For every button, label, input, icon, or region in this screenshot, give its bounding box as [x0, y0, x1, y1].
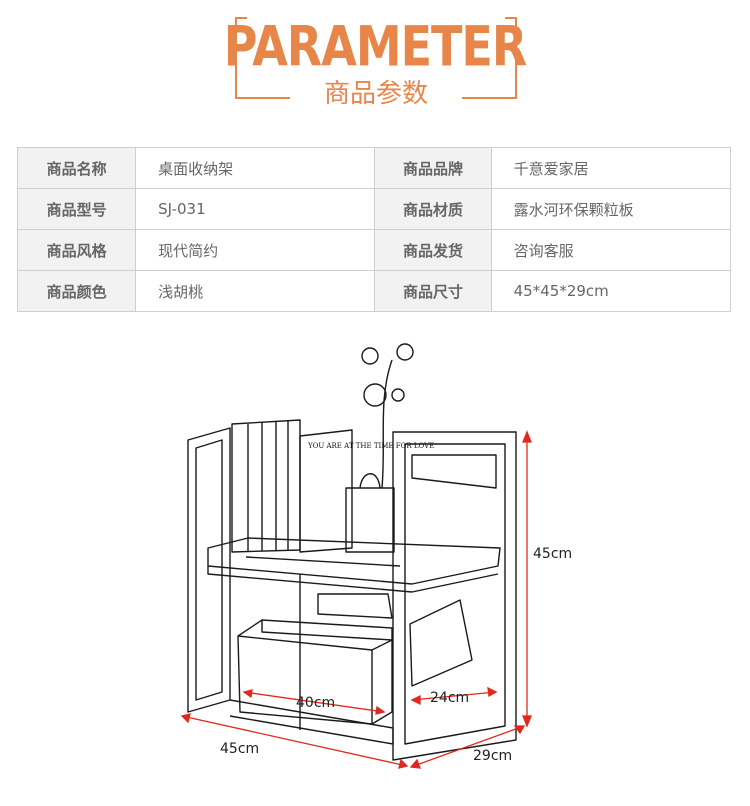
param-value: 45*45*29cm [490, 270, 732, 312]
param-value: 现代简约 [135, 229, 376, 271]
vase [345, 487, 395, 553]
dim-height-label: 45cm [533, 546, 572, 562]
param-value: 咨询客服 [490, 229, 732, 271]
table-row: 商品风格 现代简约 商品发货 咨询客服 [16, 229, 732, 271]
param-label: 商品发货 [374, 229, 492, 271]
shelf-left-frame [187, 427, 231, 713]
param-value: SJ-031 [135, 188, 376, 230]
dim-outer-width-label: 45cm [220, 741, 259, 757]
param-value: 露水河环保颗粒板 [490, 188, 732, 230]
shelf-illustration: YOU ARE AT THE TIME FOR LOVE 45cm 40cm 2… [180, 343, 572, 769]
param-label: 商品名称 [16, 147, 137, 189]
shelf-right-frame [392, 431, 517, 761]
table-row: 商品名称 桌面收纳架 商品品牌 千意爱家居 [16, 147, 732, 189]
param-label: 商品型号 [16, 188, 137, 230]
page-title-en: PARAMETER [223, 14, 528, 79]
param-label: 商品品牌 [374, 147, 492, 189]
book-cover-text: YOU ARE AT THE TIME FOR LOVE [307, 442, 434, 450]
dim-inner-width-label: 40cm [296, 695, 335, 711]
param-value: 千意爱家居 [490, 147, 732, 189]
param-label: 商品尺寸 [374, 270, 492, 312]
dim-outer-depth-label: 29cm [473, 748, 512, 764]
dim-inner-depth-label: 24cm [430, 690, 469, 706]
param-value: 浅胡桃 [135, 270, 376, 312]
param-label: 商品颜色 [16, 270, 137, 312]
page-title-zh: 商品参数 [323, 79, 428, 109]
param-label: 商品材质 [374, 188, 492, 230]
params-table: 商品名称 桌面收纳架 商品品牌 千意爱家居 商品型号 SJ-031 商品材质 露… [16, 147, 732, 312]
books [231, 419, 301, 553]
param-label: 商品风格 [16, 229, 137, 271]
page-title-zh-wrap: 商品参数 [290, 76, 462, 112]
shelf-board [207, 537, 501, 585]
table-row: 商品颜色 浅胡桃 商品尺寸 45*45*29cm [16, 270, 732, 312]
table-row: 商品型号 SJ-031 商品材质 露水河环保颗粒板 [16, 188, 732, 230]
orchid [381, 359, 393, 489]
param-value: 桌面收纳架 [135, 147, 376, 189]
